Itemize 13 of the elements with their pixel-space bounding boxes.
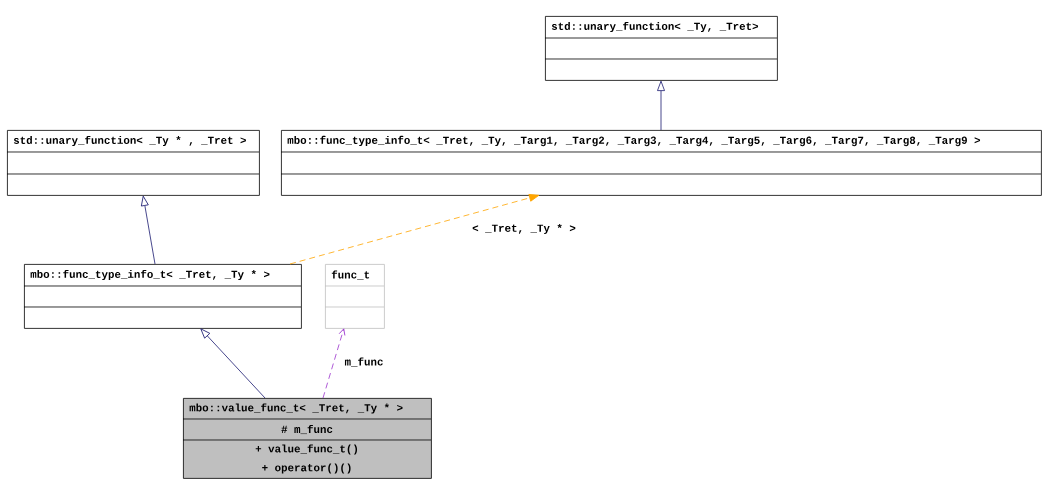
arrow — [657, 80, 665, 131]
class-box: mbo::value_func_t< _Tret, _Ty * > # m_func + value_func_t() + operator()() — [182, 398, 432, 479]
arrow — [200, 328, 266, 399]
arrow — [322, 328, 346, 399]
class-box: func_t — [324, 264, 385, 329]
arrow — [289, 194, 540, 265]
edge-label: < _Tret, _Ty * > — [471, 222, 577, 236]
class-box: mbo::func_type_info_t< _Tret, _Ty, _Targ1, _Targ2, _Targ3, _Targ4, _Targ5, _Targ6, _Targ7, _Targ8, _Targ9 > — [280, 130, 1042, 196]
class-box: std::unary_function< _Ty, _Tret> — [544, 16, 778, 81]
arrow — [140, 195, 156, 265]
class-box: std::unary_function< _Ty * , _Tret > — [6, 130, 260, 196]
class-box: mbo::func_type_info_t< _Tret, _Ty * > — [23, 264, 302, 329]
edge-label: m_func — [343, 356, 385, 368]
